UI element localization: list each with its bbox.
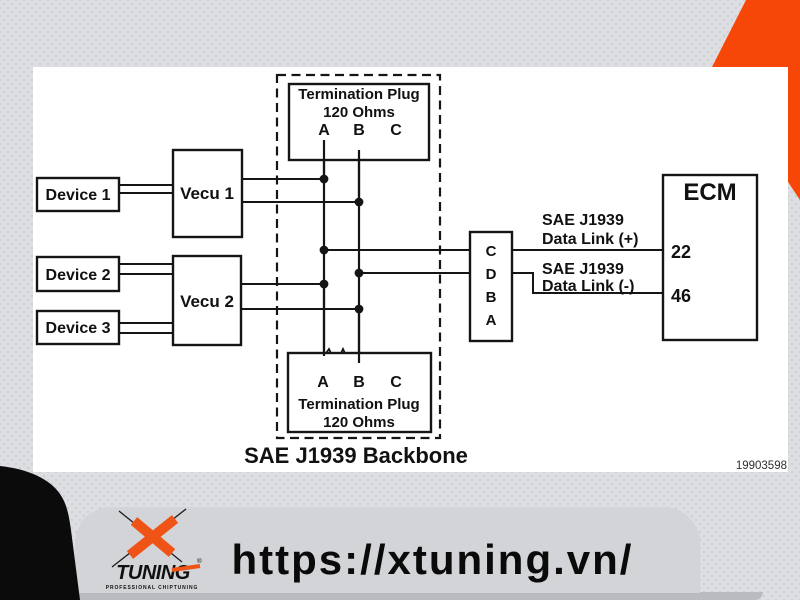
logo-x-mark [111, 508, 187, 568]
logo-x-stroke [130, 517, 176, 557]
footer-shadow-strip [60, 592, 763, 600]
diagram-panel [33, 67, 788, 472]
footer-url: https://xtuning.vn/ [231, 536, 634, 583]
logo-tagline: PROFESSIONAL CHIPTUNING [106, 585, 199, 591]
footer-bar [75, 507, 700, 593]
xtuning-logo: TUNING ® PROFESSIONAL CHIPTUNING [106, 508, 202, 591]
logo-brand-text: TUNING [116, 562, 190, 584]
black-corner-shape [0, 466, 80, 600]
black-corner-path [0, 466, 80, 600]
logo-registered-mark: ® [197, 557, 202, 565]
logo-g-dash [171, 564, 201, 572]
